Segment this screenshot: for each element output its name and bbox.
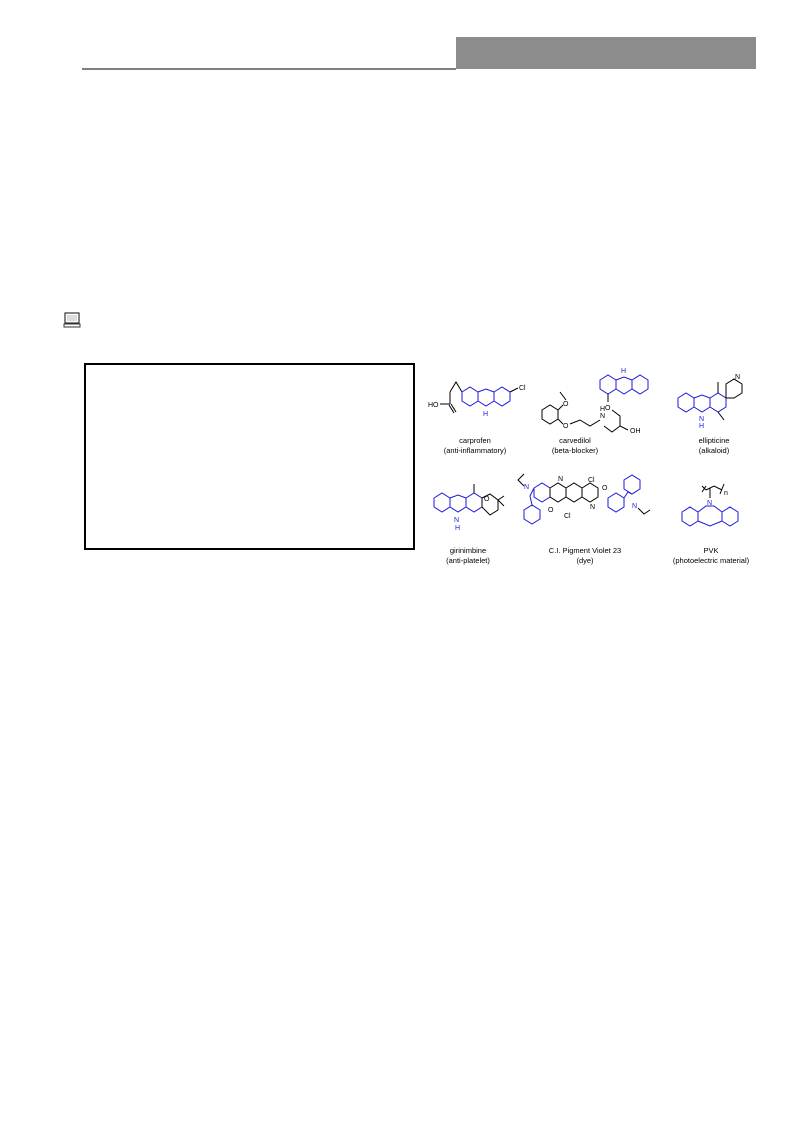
nh-n-label: N	[699, 416, 704, 423]
pigment-violet-23-structure: N N O Cl Cl N O N	[517, 473, 651, 525]
compound-use: (photoelectric material)	[673, 556, 750, 565]
compound-use: (anti-inflammatory)	[444, 446, 507, 455]
chlorine-label: Cl	[519, 385, 526, 392]
oxygen-label: O	[605, 405, 611, 412]
amine-h-label: H	[600, 406, 605, 413]
carbazole-compounds-figure: Cl HO H carprofen (anti-inflammatory) H …	[428, 368, 750, 565]
nitrogen-label: N	[590, 504, 595, 511]
pyridine-n-label: N	[735, 374, 740, 381]
girinimbine-structure: O N H	[433, 484, 505, 532]
compound-name: carprofen	[459, 436, 491, 445]
compound-use: (anti-platelet)	[446, 556, 490, 565]
nh-label: H	[621, 368, 626, 375]
nh-label: H	[483, 411, 488, 418]
header-rule	[82, 68, 456, 70]
ellipticine-structure: N N H	[677, 374, 743, 430]
chlorine-label: Cl	[588, 477, 595, 484]
oh-label: OH	[630, 428, 641, 435]
carbazole-n-label: N	[707, 500, 712, 507]
repeat-n-label: n	[724, 490, 728, 497]
chlorine-label: Cl	[564, 513, 571, 520]
compound-use: (beta-blocker)	[552, 446, 599, 455]
nh-label: H	[455, 525, 460, 532]
compound-name: girinimbine	[450, 546, 486, 555]
pvk-structure: n N	[681, 483, 739, 527]
ho-label: HO	[428, 402, 439, 409]
pyran-o-label: O	[484, 496, 490, 503]
computer-icon	[63, 312, 81, 328]
oxygen-label: O	[548, 507, 554, 514]
oxygen-label: O	[563, 423, 569, 430]
oxygen-label: O	[563, 401, 569, 408]
compound-name: ellipticine	[699, 436, 730, 445]
compound-name: PVK	[703, 546, 718, 555]
nitrogen-label: N	[558, 476, 563, 483]
nh-label: H	[699, 423, 704, 430]
compound-name: carvedilol	[559, 436, 591, 445]
compound-use: (dye)	[576, 556, 594, 565]
amine-n-label: N	[600, 413, 605, 420]
header-tab	[456, 37, 756, 69]
ethyl-n-label: N	[524, 484, 529, 491]
carprofen-structure: Cl HO H	[428, 381, 526, 418]
content-box	[84, 363, 415, 550]
compound-name: C.I. Pigment Violet 23	[549, 546, 621, 555]
compound-use: (alkaloid)	[699, 446, 730, 455]
ethyl-n-label: N	[632, 503, 637, 510]
carvedilol-structure: H O OH N H O O	[541, 368, 649, 435]
nh-n-label: N	[454, 517, 459, 524]
oxygen-label: O	[602, 485, 608, 492]
